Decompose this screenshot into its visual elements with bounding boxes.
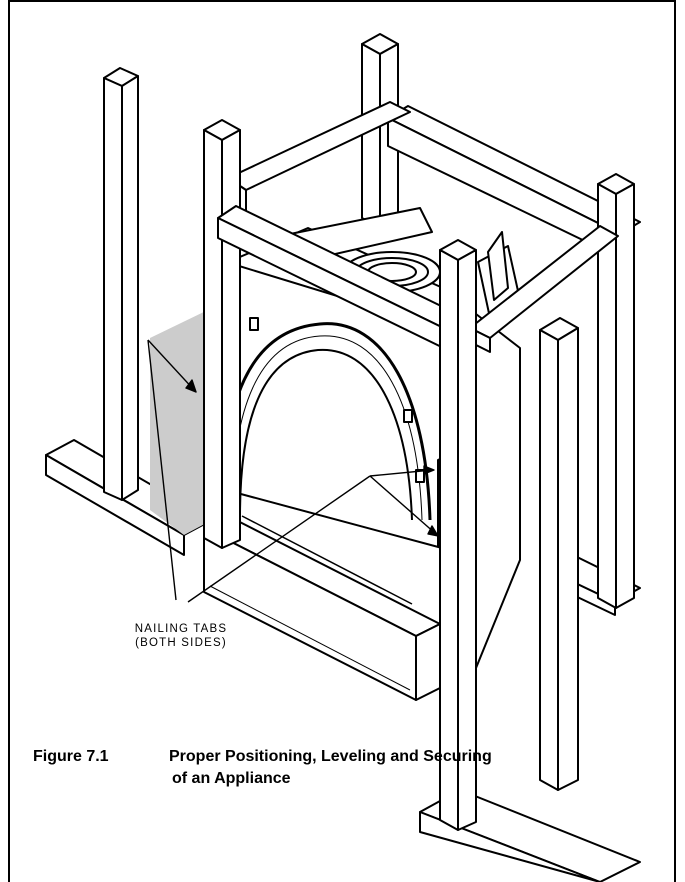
figure-title-line-1: Proper Positioning, Leveling and Securin…: [169, 748, 492, 765]
stud-front-left: [203, 119, 241, 549]
figure-caption: Figure 7.1 Proper Positioning, Leveling a…: [33, 746, 492, 790]
side-chase-box: [150, 308, 212, 535]
figure-frame: [8, 0, 676, 882]
figure-number: Figure 7.1: [33, 748, 109, 765]
callout-leaders: [147, 339, 439, 603]
callout-line-2: (BOTH SIDES): [135, 637, 227, 649]
stud-front-right: [439, 239, 477, 831]
stud-middle-right: [539, 317, 579, 791]
stud-right-back: [597, 173, 635, 609]
figure-title-line-2: of an Appliance: [172, 770, 291, 787]
nailing-tabs-callout: NAILING TABS (BOTH SIDES): [86, 622, 276, 650]
callout-line-1: NAILING TABS: [134, 623, 228, 635]
appliance-front: [220, 261, 443, 605]
header-front: [217, 205, 479, 357]
stud-left-back: [103, 67, 139, 501]
appliance-base: [203, 515, 441, 701]
